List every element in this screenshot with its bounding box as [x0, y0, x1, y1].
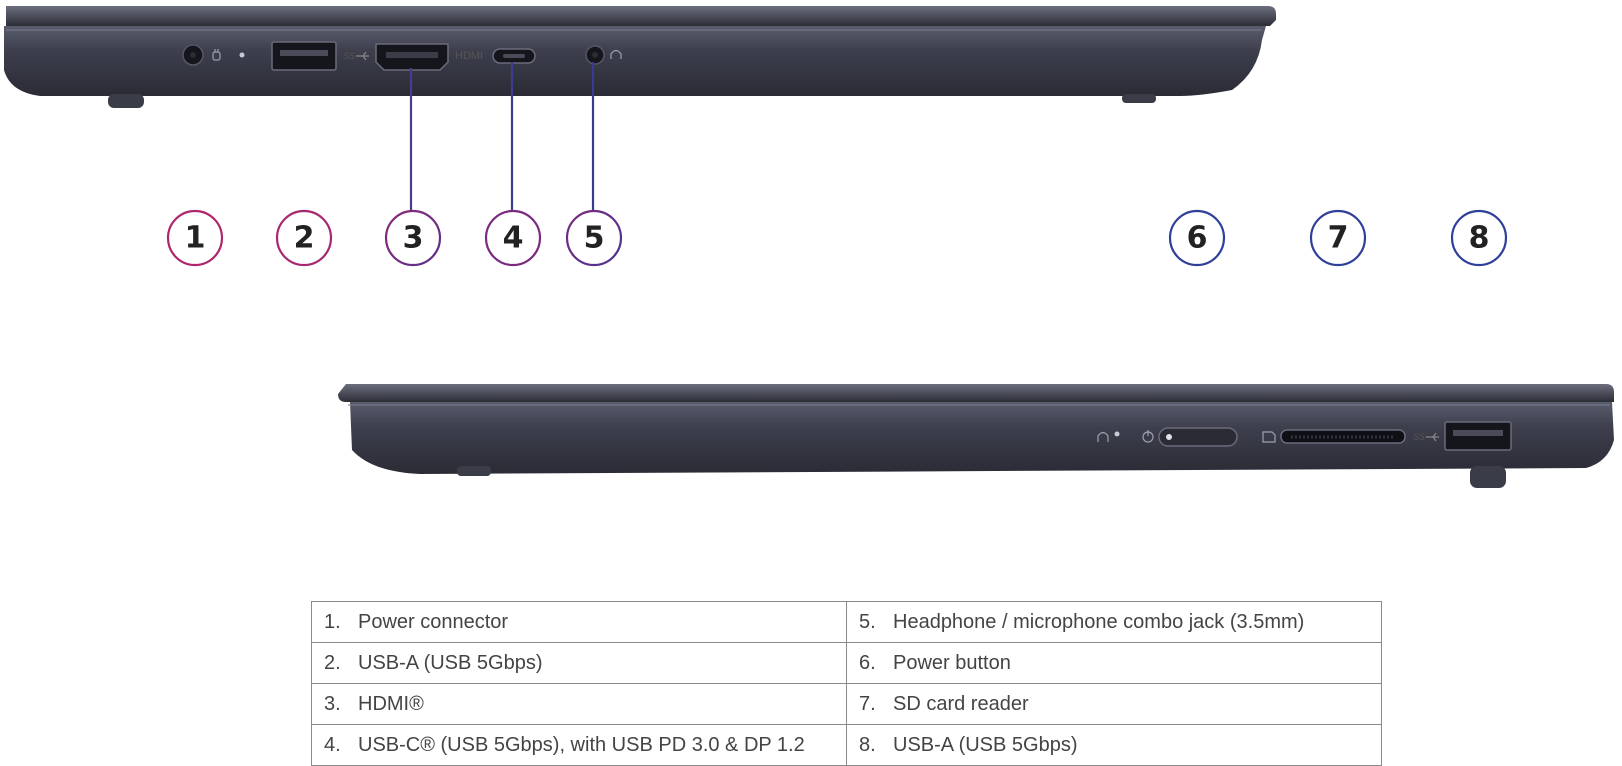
legend-number: 2. — [324, 651, 341, 674]
svg-text:1: 1 — [185, 221, 206, 256]
power-connector-port — [182, 44, 204, 66]
legend-label: Power button — [893, 651, 1011, 674]
svg-text:2: 2 — [294, 221, 315, 256]
callout-2: 2 — [275, 209, 333, 267]
legend-label: USB-C® (USB 5Gbps), with USB PD 3.0 & DP… — [358, 733, 805, 756]
legend-cell: 6. Power button — [846, 642, 1382, 684]
usb-c-port — [492, 48, 536, 64]
callout-8: 8 — [1450, 209, 1508, 267]
legend-label: USB-A (USB 5Gbps) — [893, 733, 1078, 756]
charge-led-indicator — [239, 52, 245, 58]
legend-label: Headphone / microphone combo jack (3.5mm… — [893, 610, 1305, 633]
legend-label: USB-A (USB 5Gbps) — [358, 651, 543, 674]
usb-a-port-right — [1444, 421, 1512, 451]
callout-7: 7 — [1309, 209, 1367, 267]
callout-4: 4 — [484, 209, 542, 267]
svg-text:8: 8 — [1469, 221, 1490, 256]
svg-text:5: 5 — [584, 221, 605, 256]
legend-number: 8. — [859, 733, 876, 756]
plug-icon — [212, 49, 221, 61]
table-row: 3. HDMI® 7. SD card reader — [311, 683, 1382, 725]
legend-number: 4. — [324, 733, 341, 756]
sd-card-reader-slot — [1280, 429, 1406, 444]
usb-a-port-left — [271, 41, 337, 71]
legend-number: 3. — [324, 692, 341, 715]
legend-cell: 7. SD card reader — [846, 683, 1382, 725]
callout-3: 3 — [384, 209, 442, 267]
table-row: 1. Power connector 5. Headphone / micropho… — [311, 601, 1382, 643]
audio-led-indicator — [1114, 431, 1120, 437]
ss-usb-label-right: SS — [1413, 432, 1425, 442]
laptop-right-side — [338, 384, 1614, 488]
table-row: 2. USB-A (USB 5Gbps) 6. Power button — [311, 642, 1382, 684]
legend-number: 5. — [859, 610, 876, 633]
legend-number: 1. — [324, 610, 341, 633]
legend-label: Power connector — [358, 610, 509, 633]
legend-cell: 3. HDMI® — [311, 683, 847, 725]
audio-jack-port — [585, 45, 605, 65]
legend-cell: 5. Headphone / microphone combo jack (3.5… — [846, 601, 1382, 643]
power-symbol-icon — [1142, 430, 1154, 443]
legend-label: SD card reader — [893, 692, 1029, 715]
legend-label: HDMI® — [358, 692, 424, 715]
legend-cell: 8. USB-A (USB 5Gbps) — [846, 724, 1382, 766]
headset-icon — [610, 49, 622, 59]
ss-usb-label-left: SS — [343, 51, 355, 61]
svg-text:4: 4 — [503, 221, 524, 256]
svg-text:6: 6 — [1187, 221, 1208, 256]
headphone-icon — [1097, 431, 1109, 442]
legend-cell: 1. Power connector — [311, 601, 847, 643]
svg-text:7: 7 — [1328, 221, 1349, 256]
callout-5: 5 — [565, 209, 623, 267]
power-button[interactable] — [1158, 427, 1238, 447]
svg-text:3: 3 — [403, 221, 424, 256]
legend-number: 7. — [859, 692, 876, 715]
legend-cell: 4. USB-C® (USB 5Gbps), with USB PD 3.0 & … — [311, 724, 847, 766]
usb-trident-icon-right — [1426, 432, 1439, 442]
table-row: 4. USB-C® (USB 5Gbps), with USB PD 3.0 & … — [311, 724, 1382, 766]
legend-number: 6. — [859, 651, 876, 674]
hdmi-port-label: HDMI — [455, 50, 483, 62]
callout-1: 1 — [166, 209, 224, 267]
legend-cell: 2. USB-A (USB 5Gbps) — [311, 642, 847, 684]
usb-trident-icon — [356, 51, 369, 61]
port-legend-table: 1. Power connector 5. Headphone / micropho… — [311, 601, 1382, 766]
sd-card-icon — [1262, 431, 1276, 443]
callout-6: 6 — [1168, 209, 1226, 267]
hdmi-port — [375, 43, 449, 71]
